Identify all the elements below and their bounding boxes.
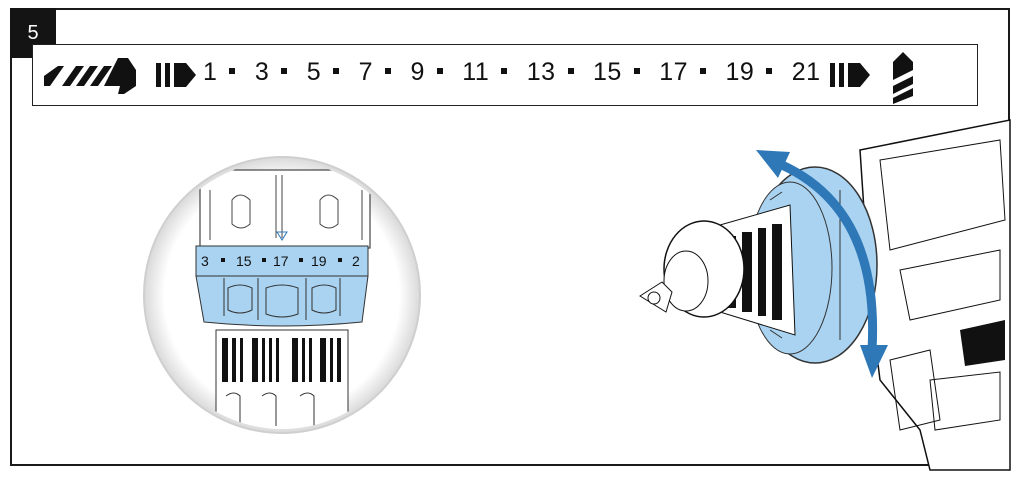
torque-position: 9 <box>410 58 425 86</box>
zoom-ring-label: 15 <box>236 253 252 269</box>
drill-bit-icon <box>44 58 136 94</box>
zoom-ring-label: 19 <box>311 253 327 269</box>
torque-position: 19 <box>725 58 755 86</box>
torque-setting-bar <box>32 44 978 106</box>
torque-position: 15 <box>592 58 622 86</box>
zoom-ring-label: 3 <box>201 253 209 269</box>
mode-arrow-left-icon <box>156 63 196 87</box>
torque-position: 5 <box>306 58 322 86</box>
zoom-ring-label: 2 <box>352 253 360 269</box>
torque-scale: 1 3 5 7 9 11 13 15 17 19 21 <box>200 58 824 87</box>
rotation-arrow-icon <box>756 150 888 378</box>
torque-position: 7 <box>358 58 373 86</box>
torque-position: 11 <box>462 58 490 86</box>
torque-position: 3 <box>254 58 270 86</box>
mode-arrow-right-icon <box>830 63 870 87</box>
screwdriver-bit-icon <box>893 52 913 104</box>
torque-position: 1 <box>203 58 218 86</box>
torque-position: 17 <box>659 58 689 86</box>
drill-illustration <box>639 119 1011 471</box>
zoom-ring-label: 17 <box>273 253 289 269</box>
torque-position: 13 <box>526 58 556 86</box>
zoom-detail-circle: 3 15 17 19 2 <box>143 156 421 434</box>
torque-position: 21 <box>791 58 821 86</box>
